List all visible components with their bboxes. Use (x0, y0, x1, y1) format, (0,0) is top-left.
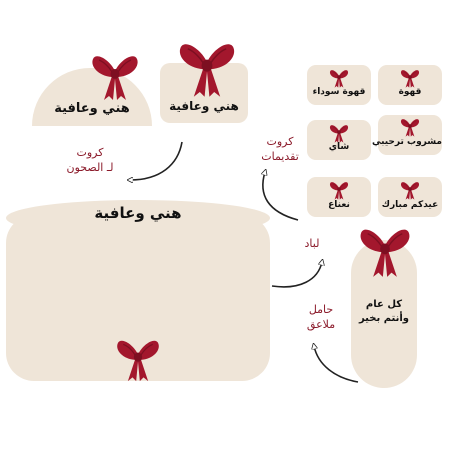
serving-card (378, 115, 442, 155)
plate-label-line1: كروت (76, 146, 104, 159)
tray-title: هني وعافية (94, 204, 182, 222)
serving-label-line2: تقديمات (261, 150, 299, 163)
plate-cards-label: كروت لـ الصحون (60, 145, 120, 175)
spoon-holder-text: كل عام وأنتم بخير (351, 298, 417, 326)
serving-card-text: مشروب ترحيبي (371, 137, 442, 147)
serving-label-line1: كروت (266, 135, 294, 148)
serving-card-text: شاي (328, 142, 350, 152)
serving-card (307, 177, 371, 217)
serving-card (378, 177, 442, 217)
spoon-label-line1: حامل (308, 303, 334, 316)
serving-card-text: عيدكم مبارك (381, 200, 439, 210)
serving-card (307, 65, 371, 105)
plate-card-square-text: هني وعافية (169, 99, 239, 113)
plate-card-half-text: هني وعافية (54, 101, 130, 116)
serving-card-text: قهوة سوداء (312, 87, 366, 97)
spoon-label-line2: ملاعق (306, 318, 336, 331)
serving-cards-label: كروت تقديمات (250, 134, 310, 164)
spoon-holder-line2: وأنتم بخير (358, 313, 410, 324)
spoon-holder-line1: كل عام (365, 299, 403, 310)
serving-card-text: نعناع (328, 200, 350, 210)
lid-label: لباد (304, 237, 320, 250)
tray-dome (6, 200, 270, 236)
serving-card-text: قهوة (398, 87, 422, 97)
spoon-holder-label: حامل ملاعق (296, 302, 346, 332)
serving-card (378, 65, 442, 105)
plate-label-line2: لـ الصحون (66, 161, 114, 174)
serving-card (307, 120, 371, 160)
